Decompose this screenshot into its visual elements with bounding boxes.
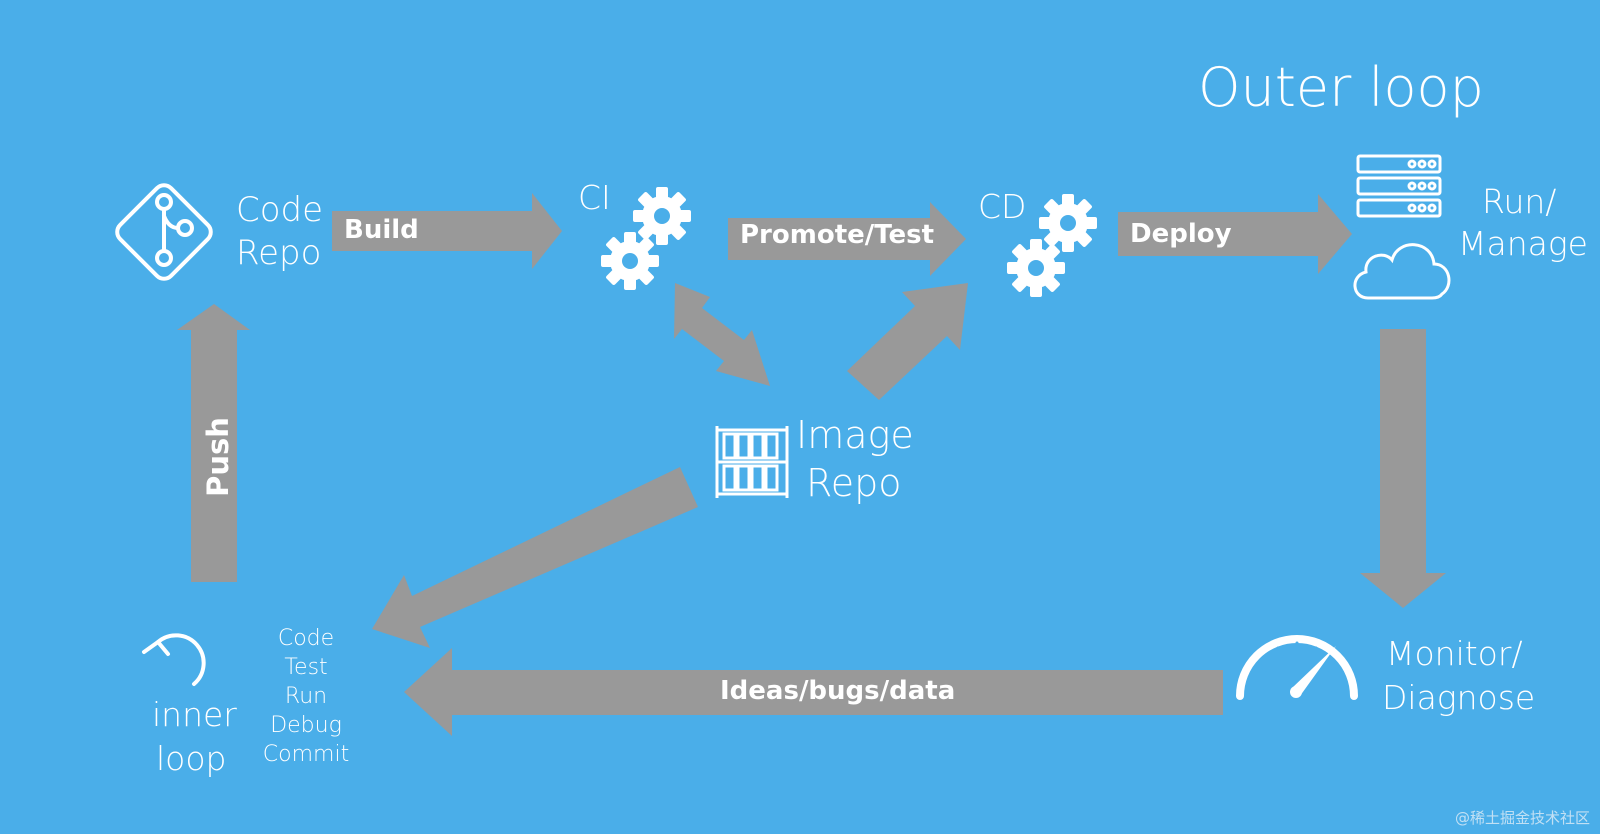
run-manage-label-line2: Manage bbox=[1458, 224, 1588, 263]
inner-step-run: Run bbox=[284, 684, 328, 709]
inner-step-commit: Commit bbox=[262, 742, 350, 767]
cd-label: CD bbox=[978, 187, 1027, 226]
monitor-label-line2: Diagnose bbox=[1382, 678, 1536, 717]
undo-icon bbox=[142, 633, 206, 686]
outer-loop-title: Outer loop bbox=[1198, 56, 1484, 119]
ci-gears-icon bbox=[601, 187, 691, 290]
image-repo-label-line1: Image bbox=[796, 413, 914, 457]
push-arrow bbox=[177, 304, 250, 582]
run-monitor-arrow bbox=[1360, 329, 1446, 608]
ideas-arrow bbox=[404, 648, 1223, 736]
code-repo-label-line1: Code bbox=[236, 190, 324, 230]
inner-step-test: Test bbox=[284, 655, 328, 680]
monitor-label-line1: Monitor/ bbox=[1386, 634, 1523, 673]
inner-loop-label-line2: loop bbox=[156, 739, 227, 778]
ci-label: CI bbox=[578, 178, 611, 217]
server-cloud-icon bbox=[1353, 154, 1451, 300]
promote-arrow-label: Promote/Test bbox=[740, 220, 935, 250]
inner-step-code: Code bbox=[277, 626, 335, 651]
build-arrow bbox=[332, 193, 562, 269]
gauge-icon bbox=[1236, 635, 1358, 700]
watermark: @稀土掘金技术社区 bbox=[1454, 809, 1590, 827]
run-manage-label-line1: Run/ bbox=[1482, 182, 1557, 221]
image-inner-arrow bbox=[372, 467, 698, 648]
inner-loop-steps: Code Test Run Debug Commit bbox=[248, 624, 364, 769]
inner-step-debug: Debug bbox=[270, 713, 342, 738]
git-repo-icon bbox=[115, 183, 213, 281]
cd-gears-icon bbox=[1007, 194, 1097, 297]
push-arrow-label: Push bbox=[200, 417, 235, 497]
code-repo-label-line2: Repo bbox=[236, 233, 322, 273]
image-repo-label-line2: Repo bbox=[806, 461, 902, 505]
container-registry-icon bbox=[715, 426, 789, 498]
image-cd-arrow bbox=[847, 283, 968, 400]
deploy-arrow-label: Deploy bbox=[1130, 219, 1232, 249]
build-arrow-label: Build bbox=[344, 215, 419, 245]
ideas-arrow-label: Ideas/bugs/data bbox=[720, 676, 956, 706]
ci-image-double-arrow bbox=[674, 283, 770, 386]
promote-arrow bbox=[728, 202, 966, 276]
inner-loop-label-line1: inner bbox=[152, 695, 237, 734]
deploy-arrow bbox=[1118, 194, 1352, 274]
